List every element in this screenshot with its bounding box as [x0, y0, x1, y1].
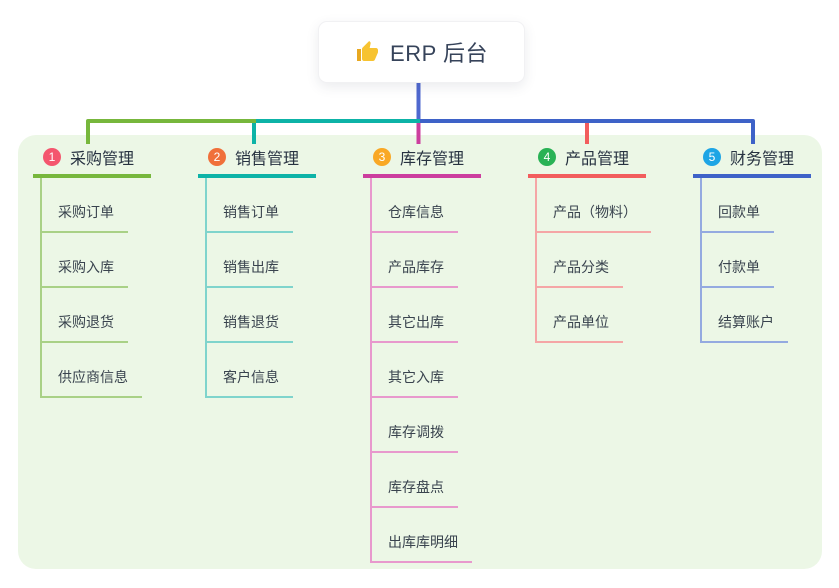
branch-number-badge: 4 [538, 147, 556, 166]
mindmap-board [18, 135, 822, 569]
node-label: 仓库信息 [372, 202, 458, 233]
root-node-label: ERP 后台 [390, 41, 488, 66]
mindmap-node[interactable]: 付款单 [702, 233, 811, 288]
mindmap-node[interactable]: 产品分类 [537, 233, 646, 288]
branch-number-badge: 3 [373, 147, 391, 166]
node-label: 采购入库 [42, 257, 128, 288]
branch-finance-header[interactable]: 5 财务管理 [693, 146, 811, 178]
node-label: 产品分类 [537, 257, 623, 288]
node-label: 客户信息 [207, 367, 293, 398]
branch-label: 采购管理 [70, 150, 135, 168]
mindmap-node[interactable]: 出库库明细 [372, 508, 481, 563]
mindmap-node[interactable]: 结算账户 [702, 288, 811, 343]
branch-number-badge: 1 [43, 147, 61, 166]
mindmap-node[interactable]: 采购退货 [42, 288, 151, 343]
mindmap-node[interactable]: 供应商信息 [42, 343, 151, 398]
mindmap-node[interactable]: 销售出库 [207, 233, 316, 288]
mindmap-node[interactable]: 库存盘点 [372, 453, 481, 508]
branch-sales-children: 销售订单 销售出库 销售退货 客户信息 [205, 178, 316, 398]
node-label: 结算账户 [702, 312, 788, 343]
node-label: 回款单 [702, 202, 774, 233]
branch-purchase-header[interactable]: 1 采购管理 [33, 146, 151, 178]
node-label: 其它出库 [372, 312, 458, 343]
mindmap-node[interactable]: 销售退货 [207, 288, 316, 343]
node-label: 库存盘点 [372, 477, 458, 508]
node-label: 销售出库 [207, 257, 293, 288]
branch-finance-children: 回款单 付款单 结算账户 [700, 178, 811, 343]
mindmap-node[interactable]: 销售订单 [207, 178, 316, 233]
mindmap-node[interactable]: 库存调拨 [372, 398, 481, 453]
branch-sales: 2 销售管理 销售订单 销售出库 销售退货 客户信息 [198, 146, 316, 398]
node-label: 出库库明细 [372, 532, 472, 563]
node-label: 付款单 [702, 257, 774, 288]
branch-inventory-children: 仓库信息 产品库存 其它出库 其它入库 库存调拨 库存盘点 出库库明细 [370, 178, 481, 563]
branch-product: 4 产品管理 产品（物料） 产品分类 产品单位 [528, 146, 651, 343]
node-label: 销售订单 [207, 202, 293, 233]
node-label: 库存调拨 [372, 422, 458, 453]
mindmap-node[interactable]: 产品（物料） [537, 178, 651, 233]
mindmap-node[interactable]: 产品库存 [372, 233, 481, 288]
branch-finance: 5 财务管理 回款单 付款单 结算账户 [693, 146, 811, 343]
root-node-erp[interactable]: ERP 后台 [318, 21, 525, 83]
branch-inventory: 3 库存管理 仓库信息 产品库存 其它出库 其它入库 库存调拨 库存盘点 出库库… [363, 146, 481, 563]
branch-purchase-children: 采购订单 采购入库 采购退货 供应商信息 [40, 178, 151, 398]
mindmap-node[interactable]: 其它入库 [372, 343, 481, 398]
node-label: 供应商信息 [42, 367, 142, 398]
branch-label: 销售管理 [235, 150, 300, 168]
branch-product-header[interactable]: 4 产品管理 [528, 146, 646, 178]
branch-purchase: 1 采购管理 采购订单 采购入库 采购退货 供应商信息 [33, 146, 151, 398]
node-label: 产品库存 [372, 257, 458, 288]
thumbs-up-icon [357, 41, 379, 61]
mindmap-node[interactable]: 客户信息 [207, 343, 316, 398]
branch-sales-header[interactable]: 2 销售管理 [198, 146, 316, 178]
branch-product-children: 产品（物料） 产品分类 产品单位 [535, 178, 651, 343]
mindmap-node[interactable]: 其它出库 [372, 288, 481, 343]
node-label: 销售退货 [207, 312, 293, 343]
mindmap-node[interactable]: 采购入库 [42, 233, 151, 288]
mindmap-node[interactable]: 采购订单 [42, 178, 151, 233]
branch-label: 库存管理 [400, 150, 465, 168]
node-label: 产品单位 [537, 312, 623, 343]
mindmap-node[interactable]: 产品单位 [537, 288, 646, 343]
branch-number-badge: 2 [208, 147, 226, 166]
node-label: 采购退货 [42, 312, 128, 343]
branch-label: 产品管理 [565, 150, 630, 168]
mindmap-node[interactable]: 回款单 [702, 178, 811, 233]
node-label: 采购订单 [42, 202, 128, 233]
node-label: 其它入库 [372, 367, 458, 398]
mindmap-node[interactable]: 仓库信息 [372, 178, 481, 233]
branch-label: 财务管理 [730, 150, 795, 168]
branch-number-badge: 5 [703, 147, 721, 166]
node-label: 产品（物料） [537, 202, 651, 233]
branch-inventory-header[interactable]: 3 库存管理 [363, 146, 481, 178]
